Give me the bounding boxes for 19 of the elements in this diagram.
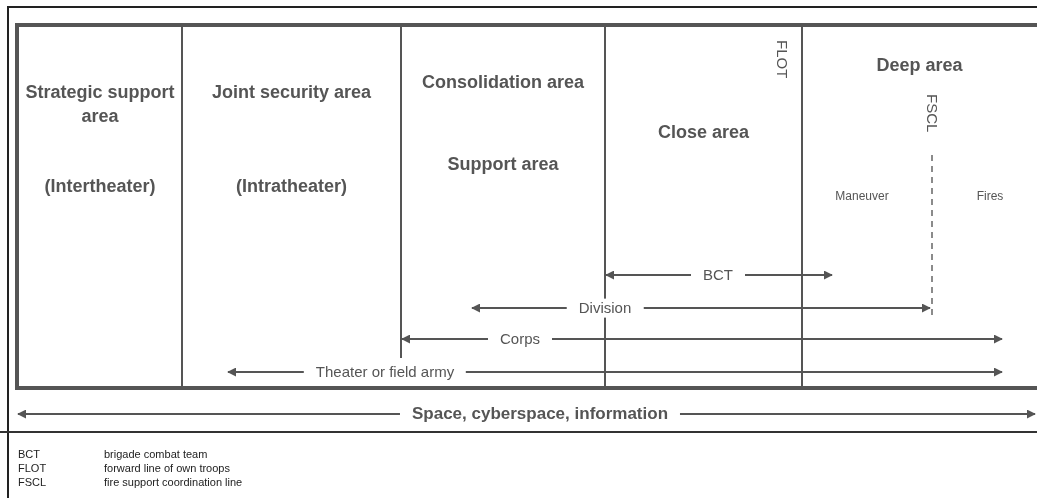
area-name: (Intratheater): [235, 175, 348, 198]
line-label: FLOT: [774, 40, 790, 79]
abbreviation-definition: fire support coordination line: [104, 477, 243, 488]
line-label: FSCL: [924, 94, 940, 133]
abbreviation: FSCL: [18, 477, 47, 488]
area-name: Deep area: [875, 54, 964, 77]
area-name: Consolidation area: [421, 71, 585, 94]
zone-label: Maneuver: [835, 188, 889, 205]
zone-label: Fires: [976, 188, 1004, 205]
area-name: (Intertheater): [43, 175, 157, 198]
range-label: Division: [566, 298, 644, 318]
area-name: Support area: [446, 153, 560, 176]
abbreviation: BCT: [18, 449, 40, 460]
area-name: Close area: [656, 121, 751, 144]
abbreviation: FLOT: [18, 463, 47, 474]
abbreviation-definition: forward line of own troops: [104, 463, 230, 474]
abbreviation-definition: brigade combat team: [104, 449, 208, 460]
area-name: Joint security area: [210, 81, 373, 104]
area-name: Strategic support area: [25, 81, 175, 128]
